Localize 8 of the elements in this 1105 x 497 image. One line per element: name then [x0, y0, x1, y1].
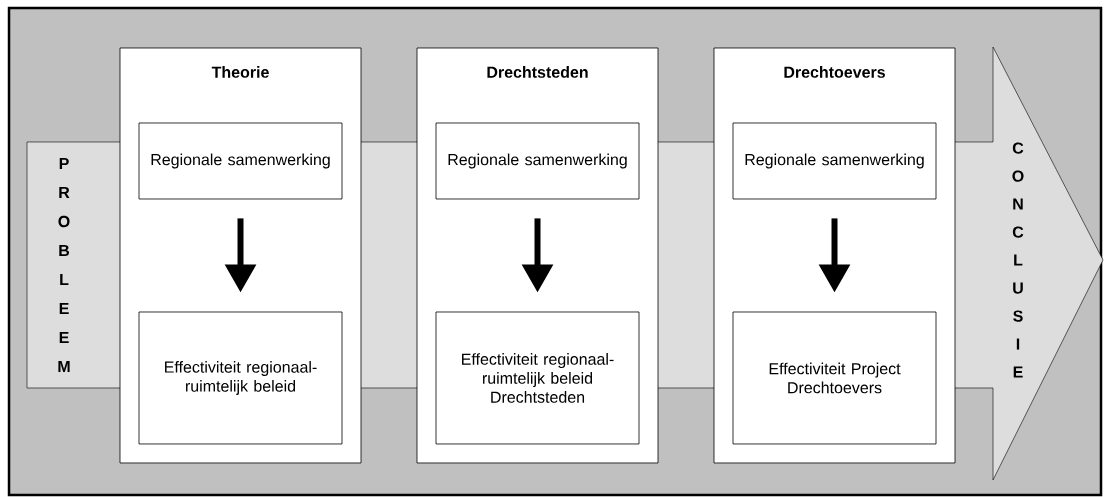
text-box: Effectiviteit Project Drechtoevers [732, 311, 937, 445]
text-box: Regionale samenwerking [435, 122, 640, 200]
text-box: Regionale samenwerking [732, 122, 937, 200]
vertical-label: CONCLUSIE [1012, 142, 1024, 378]
text-box: Effectiviteit regionaal-ruimtelijk beleid [138, 311, 343, 445]
text-box: Effectiviteit regionaal-ruimtelijk beleid Drechtsteden [435, 311, 640, 445]
text-box: Regionale samenwerking [138, 122, 343, 200]
vertical-label: PROBLEEM [58, 158, 70, 372]
